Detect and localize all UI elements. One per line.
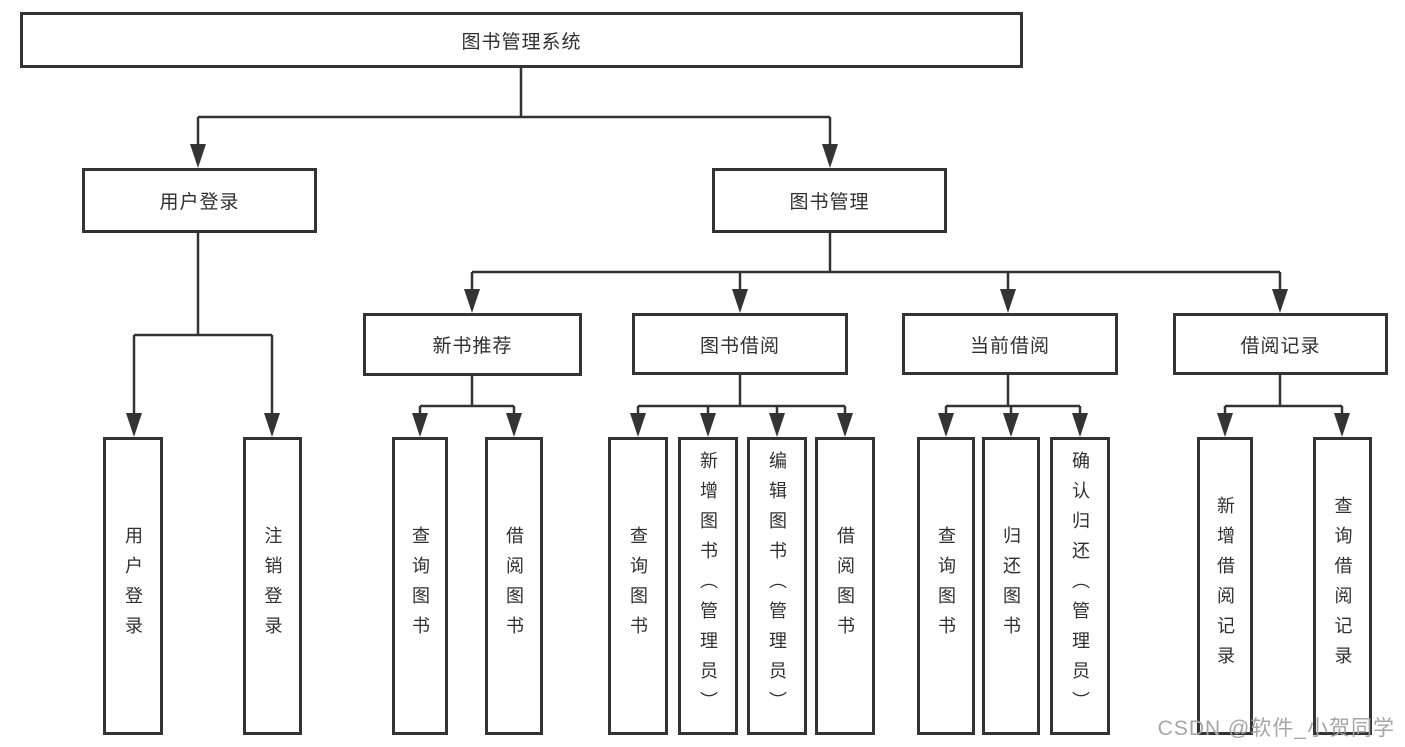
watermark: CSDN @软件_小贺同学	[1157, 717, 1395, 740]
node-library-system: 图书管理系统	[20, 12, 1023, 68]
leaf-edit-book-admin: 编辑图书（管理员）	[747, 437, 807, 735]
node-label: 当前借阅	[969, 335, 1050, 357]
node-label: 借阅记录	[1240, 335, 1321, 357]
leaf-add-borrow-record: 新增借阅记录	[1197, 437, 1253, 735]
arrow-down-icon	[464, 289, 480, 313]
arrow-down-icon	[1000, 289, 1016, 313]
arrow-down-icon	[264, 413, 280, 437]
node-label: 图书管理系统	[461, 31, 582, 53]
arrow-down-icon	[630, 413, 646, 437]
leaf-logout: 注销登录	[243, 437, 302, 735]
node-label: 查询图书	[936, 526, 956, 646]
leaf-query-books-recommend: 查询图书	[392, 437, 448, 735]
arrow-down-icon	[1334, 413, 1350, 437]
node-new-book-recommend: 新书推荐	[363, 313, 582, 376]
arrow-down-icon	[190, 144, 206, 168]
node-current-borrowing: 当前借阅	[902, 313, 1118, 375]
leaf-user-login: 用户登录	[103, 437, 163, 735]
arrow-down-icon	[700, 413, 716, 437]
arrow-down-icon	[126, 413, 142, 437]
node-label: 新书推荐	[432, 336, 513, 357]
node-label: 借阅图书	[504, 526, 524, 646]
arrow-down-icon	[412, 413, 428, 437]
leaf-query-borrow-record: 查询借阅记录	[1313, 437, 1372, 735]
node-label: 归还图书	[1001, 526, 1021, 646]
arrow-down-icon	[1217, 413, 1233, 437]
node-borrowing-records: 借阅记录	[1173, 313, 1388, 375]
arrow-down-icon	[732, 289, 748, 313]
leaf-return-books: 归还图书	[982, 437, 1040, 735]
node-label: 借阅图书	[835, 526, 855, 646]
node-label: 新增借阅记录	[1215, 496, 1235, 676]
node-book-borrowing: 图书借阅	[632, 313, 848, 375]
arrow-down-icon	[769, 413, 785, 437]
node-book-management: 图书管理	[712, 168, 947, 233]
arrow-down-icon	[506, 413, 522, 437]
arrow-down-icon	[822, 144, 838, 168]
leaf-add-book-admin: 新增图书（管理员）	[678, 437, 738, 735]
node-label: 确认归还（管理员）	[1070, 451, 1090, 721]
node-label: 图书管理	[789, 192, 870, 213]
node-label: 用户登录	[123, 526, 143, 646]
tree-edges	[132, 68, 1344, 419]
arrow-down-icon	[1072, 413, 1088, 437]
node-label: 查询借阅记录	[1332, 496, 1353, 676]
node-label: 用户登录	[159, 192, 240, 213]
node-label: 编辑图书（管理员）	[767, 451, 787, 721]
arrow-down-icon	[1272, 289, 1288, 313]
node-label: 注销登录	[262, 526, 283, 646]
leaf-borrow-books-borrowing: 借阅图书	[815, 437, 875, 735]
leaf-query-books-borrowing: 查询图书	[608, 437, 668, 735]
node-user-login: 用户登录	[82, 168, 317, 233]
arrow-down-icon	[1003, 413, 1019, 437]
leaf-confirm-return-admin: 确认归还（管理员）	[1050, 437, 1110, 735]
node-label: 新增图书（管理员）	[698, 451, 718, 721]
node-label: 查询图书	[628, 526, 648, 646]
arrow-down-icon	[837, 413, 853, 437]
node-label: 查询图书	[410, 526, 430, 646]
leaf-borrow-books-recommend: 借阅图书	[485, 437, 543, 735]
arrow-down-icon	[938, 413, 954, 437]
node-label: 图书借阅	[699, 335, 780, 357]
leaf-query-books-current: 查询图书	[917, 437, 975, 735]
